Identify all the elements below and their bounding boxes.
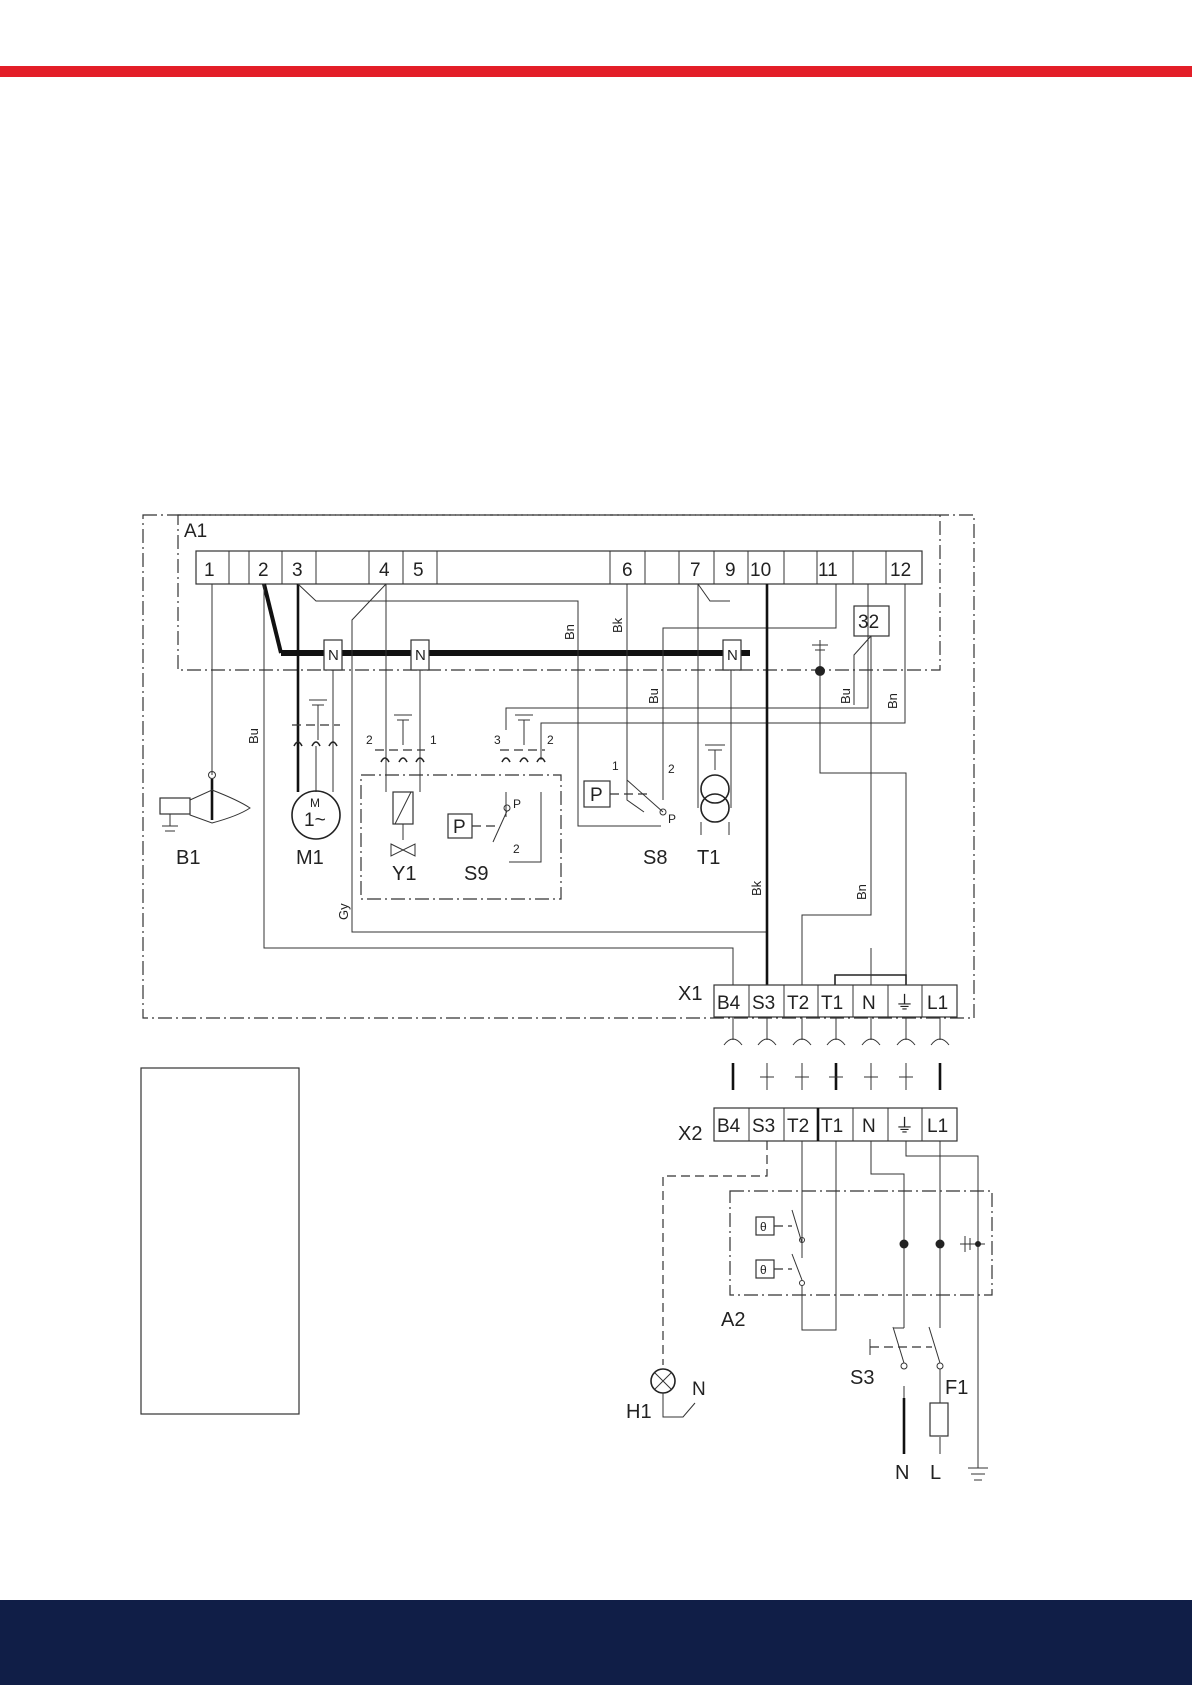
supply-labels: N L <box>895 1462 988 1484</box>
x2-terminal-strip: X2 B4 S3 T2 T1 N ⏚ L1 <box>678 1108 957 1145</box>
a1-terminal-strip: 1 2 3 4 5 6 7 9 10 11 12 <box>196 551 922 584</box>
svg-text:⏚: ⏚ <box>895 993 914 1014</box>
svg-text:T2: T2 <box>787 1116 809 1137</box>
svg-text:2: 2 <box>513 842 520 856</box>
svg-text:N: N <box>692 1379 706 1400</box>
svg-text:P: P <box>453 817 466 838</box>
svg-text:T2: T2 <box>787 993 809 1014</box>
svg-text:A2: A2 <box>721 1309 745 1331</box>
svg-text:1~: 1~ <box>304 810 326 831</box>
neutral-tag-2: N <box>411 640 429 670</box>
svg-text:Bu: Bu <box>838 688 853 704</box>
svg-text:N: N <box>415 647 426 664</box>
svg-text:Bu: Bu <box>646 688 661 704</box>
svg-text:L1: L1 <box>927 993 948 1014</box>
svg-text:Bn: Bn <box>562 624 577 640</box>
svg-text:32: 32 <box>858 612 879 633</box>
a1-terminal-12: 12 <box>890 560 911 581</box>
y1-oil-valve: 2 1 Y1 <box>366 715 437 885</box>
a1-terminal-4: 4 <box>379 560 390 581</box>
svg-text:X2: X2 <box>678 1123 702 1145</box>
t1-ignition-transformer: T1 <box>697 745 729 869</box>
svg-text:S9: S9 <box>464 863 488 885</box>
a1-terminal-7: 7 <box>690 560 701 581</box>
svg-text:T1: T1 <box>697 847 720 869</box>
a1-terminal-10: 10 <box>750 560 771 581</box>
s3-main-switch: S3 <box>850 1327 943 1454</box>
svg-text:H1: H1 <box>626 1401 652 1423</box>
f1-fuse: F1 <box>930 1369 968 1436</box>
svg-text:Y1: Y1 <box>392 863 416 885</box>
svg-text:S3: S3 <box>752 993 775 1014</box>
svg-text:L: L <box>930 1462 941 1484</box>
a1-terminal-11: 11 <box>818 560 838 581</box>
svg-text:B4: B4 <box>717 1116 741 1137</box>
svg-text:Bn: Bn <box>854 884 869 900</box>
a1-terminal-3: 3 <box>292 560 303 581</box>
svg-text:P: P <box>668 812 676 826</box>
svg-text:N: N <box>862 993 876 1014</box>
svg-text:θ: θ <box>760 1220 767 1234</box>
a2-thermostats: θ θ A2 <box>721 1210 985 1331</box>
a2-thermostat-group <box>730 1191 992 1295</box>
a1-terminal-2: 2 <box>258 560 269 581</box>
svg-text:X1: X1 <box>678 983 702 1005</box>
svg-text:Bk: Bk <box>749 880 764 896</box>
svg-text:B4: B4 <box>717 993 741 1014</box>
svg-text:2: 2 <box>668 762 675 776</box>
svg-text:T1: T1 <box>821 1116 843 1137</box>
svg-text:2: 2 <box>547 733 554 747</box>
a1-terminal-6: 6 <box>622 560 633 581</box>
svg-text:1: 1 <box>430 733 437 747</box>
svg-text:3: 3 <box>494 733 501 747</box>
plug-connector <box>724 1017 949 1090</box>
footer-bar <box>0 1600 1192 1685</box>
svg-text:Bk: Bk <box>610 617 625 633</box>
svg-text:F1: F1 <box>945 1377 968 1399</box>
neutral-tag-3: N <box>723 640 741 670</box>
svg-text:P: P <box>590 785 603 806</box>
s8-air-pressure-switch: P 1 2 P S8 <box>584 759 676 869</box>
svg-text:1: 1 <box>612 759 619 773</box>
svg-text:N: N <box>895 1462 909 1484</box>
x1-terminal-strip: X1 B4 S3 T2 T1 N ⏚ L1 <box>678 983 957 1017</box>
wire-color-labels: Bu Bn Bk Bu Bu Bn Bk Bn Gy <box>246 617 900 920</box>
appliance-boundary <box>143 515 974 1018</box>
svg-text:M: M <box>310 796 320 810</box>
a1-terminal-5: 5 <box>413 560 424 581</box>
svg-text:P: P <box>513 797 521 811</box>
svg-text:Gy: Gy <box>336 903 351 920</box>
svg-text:2: 2 <box>366 733 373 747</box>
blank-notes-panel <box>141 1068 299 1414</box>
svg-text:S8: S8 <box>643 847 667 869</box>
neutral-tag-1: N <box>324 640 342 670</box>
a1-control-box <box>178 515 940 670</box>
s9-pressure-switch: 3 2 P P 2 S9 <box>448 715 554 885</box>
module-32: 32 <box>854 606 889 636</box>
svg-text:θ: θ <box>760 1263 767 1277</box>
svg-text:M1: M1 <box>296 847 324 869</box>
svg-text:N: N <box>862 1116 876 1137</box>
a1-label: A1 <box>184 521 207 542</box>
svg-text:L1: L1 <box>927 1116 948 1137</box>
svg-text:B1: B1 <box>176 847 200 869</box>
svg-text:T1: T1 <box>821 993 843 1014</box>
h1-signal-lamp: H1 N <box>626 1369 706 1423</box>
svg-text:S3: S3 <box>850 1367 874 1389</box>
a1-terminal-1: 1 <box>204 560 215 581</box>
svg-text:Bu: Bu <box>246 728 261 744</box>
svg-text:S3: S3 <box>752 1116 775 1137</box>
svg-text:N: N <box>328 647 339 664</box>
svg-text:Bn: Bn <box>885 693 900 709</box>
svg-text:N: N <box>727 647 738 664</box>
b1-flame-sensor: B1 <box>160 772 250 870</box>
svg-text:⏚: ⏚ <box>895 1116 914 1137</box>
wiring-diagram: A1 1 2 3 4 5 6 7 9 10 11 12 N <box>0 0 1192 1600</box>
a1-terminal-9: 9 <box>725 560 736 581</box>
